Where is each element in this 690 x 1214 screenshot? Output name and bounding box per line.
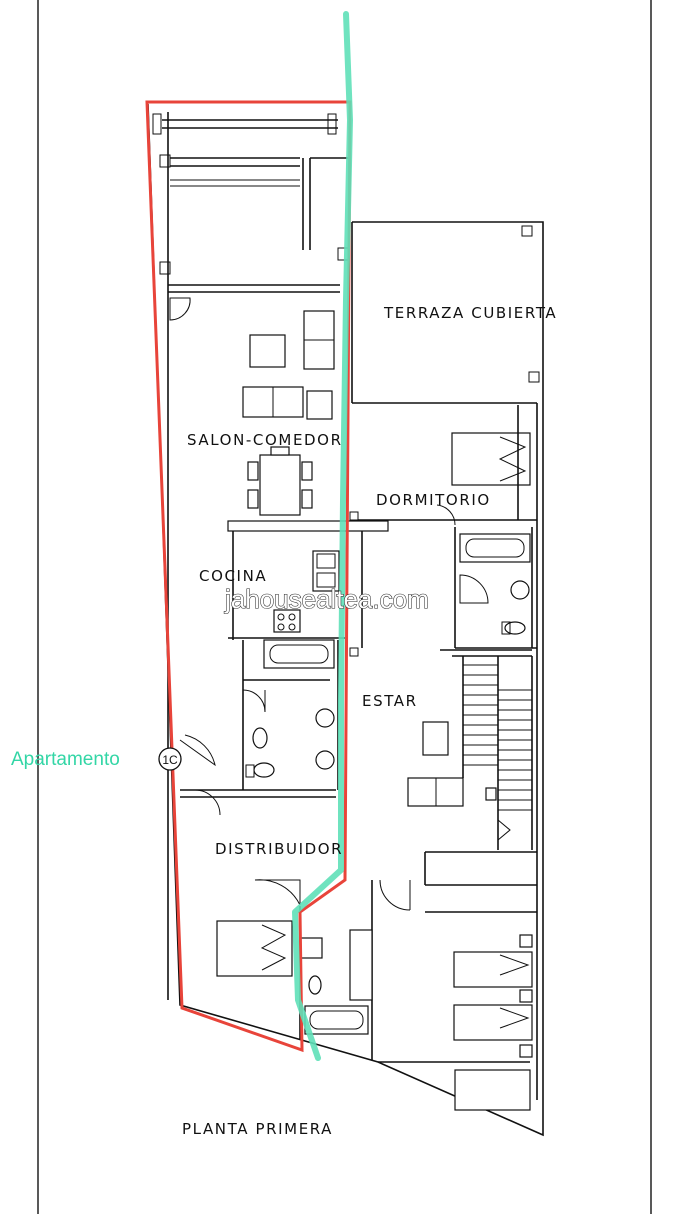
label-dormitorio: DORMITORIO [376,491,491,509]
distribuidor-door [254,879,301,906]
staircase [440,649,533,850]
apartment-badge-circle [158,747,182,771]
door-swing [194,789,221,816]
bedroom-twin [378,934,533,1111]
salon-furniture [169,297,335,516]
label-terraza: TERRAZA CUBIERTA [383,304,557,322]
label-distribuidor: DISTRIBUIDOR [215,840,343,858]
label-salon: SALON-COMEDOR [187,431,343,449]
entrance-door [179,734,216,767]
kitchen [227,511,389,657]
apartment-label: Apartamento [11,749,120,770]
label-cocina: COCINA [199,567,267,585]
terraza-column [528,371,540,383]
green-path-line [292,11,353,1061]
balcony-structure [152,113,350,293]
distribuidor-door [379,879,411,911]
terraza-column [521,225,533,237]
bedroom-right [358,405,537,649]
bathroom-1c [180,639,339,798]
label-estar: ESTAR [362,692,418,710]
estar-furniture [407,721,537,913]
bedroom-1c [216,906,373,1040]
apartment-badge: 1C [162,753,178,767]
watermark: jahousealtea.com [224,584,429,614]
label-planta: PLANTA PRIMERA [182,1120,333,1138]
